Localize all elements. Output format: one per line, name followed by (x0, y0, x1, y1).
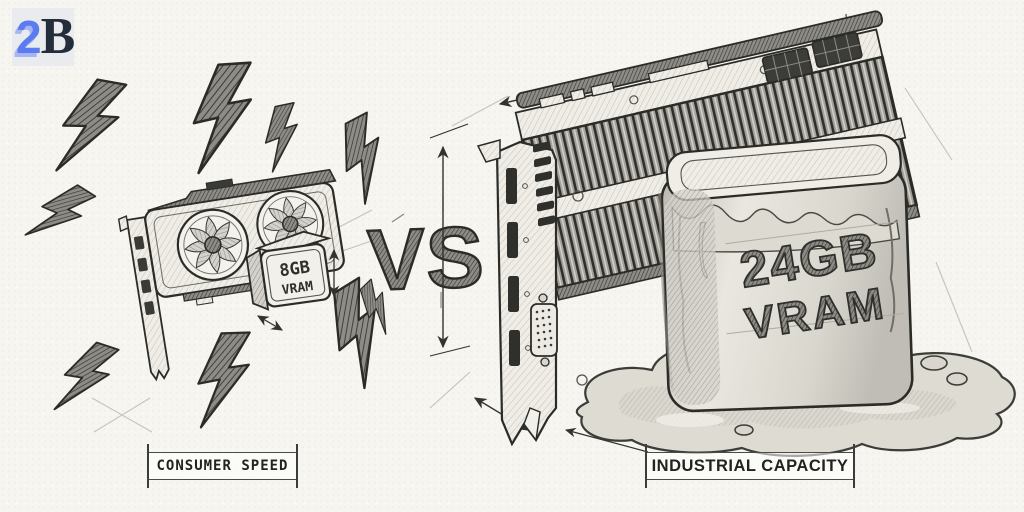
vram-block-24gb: 24GB VRAM (658, 134, 914, 413)
vs-label-group: VS (365, 196, 487, 310)
vs-text: VS (366, 209, 486, 309)
industrial-gpu: 24GB VRAM (429, 10, 1016, 457)
consumer-caption-plaque: CONSUMER SPEED (147, 444, 298, 488)
drip (885, 207, 896, 333)
caption-tick-right (296, 444, 298, 488)
consumer-caption-text: CONSUMER SPEED (156, 458, 289, 474)
melt-droplet (734, 424, 754, 436)
lightning-bolt-icon (194, 328, 253, 432)
vram-chip-8gb: 8GB VRAM (245, 230, 333, 311)
consumer-gpu: 8GB VRAM (117, 168, 345, 382)
industrial-caption-text: INDUSTRIAL CAPACITY (651, 456, 849, 475)
lightning-bolt-icon (49, 70, 129, 184)
fan-icon (176, 208, 249, 281)
melt-droplet (946, 372, 968, 386)
industrial-dvi-port (530, 293, 558, 367)
industrial-displayports (506, 168, 520, 366)
consumer-top-connector (205, 178, 234, 191)
industrial-caption-plaque: INDUSTRIAL CAPACITY (645, 444, 855, 488)
industrial-power-connectors (761, 31, 863, 84)
fan-icon (256, 190, 325, 258)
industrial-top-notches (538, 59, 710, 109)
consumer-tab (195, 296, 214, 306)
chip-vram-text: VRAM (281, 279, 314, 298)
caption-tick-left (645, 444, 647, 488)
lightning-bolt-icon (21, 173, 98, 256)
chip-capacity-text: 8GB (278, 257, 311, 281)
melt-droplet (920, 355, 948, 371)
logo-letter: B (40, 8, 76, 65)
caption-tick-right (853, 444, 855, 488)
lightning-bolt-icon (261, 101, 303, 174)
industrial-io-bracket (476, 139, 588, 447)
industrial-vent-slots (533, 141, 555, 227)
chip-dimension-arrows (256, 248, 340, 331)
logo-numeral: 2 (16, 11, 42, 63)
consumer-io-bracket (117, 215, 170, 382)
melt-wave (671, 204, 901, 253)
consumer-top-band (147, 168, 337, 212)
lightning-bolt-icon (328, 111, 401, 207)
consumer-ports (133, 235, 155, 315)
lightning-bolt-icon (190, 59, 254, 176)
caption-tick-left (147, 444, 149, 488)
lightning-bolt-icon (49, 332, 121, 425)
block-shaded-side (664, 188, 721, 405)
